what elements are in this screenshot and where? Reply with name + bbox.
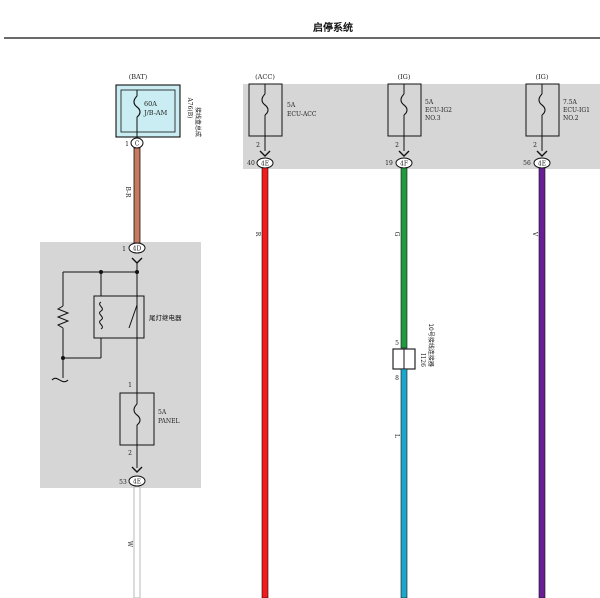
wire-l xyxy=(400,368,408,598)
fuse-ig2-symbol xyxy=(400,93,408,116)
fuse-ecu-acc: (ACC) 5A ECU-ACC 2 40 4E R xyxy=(247,73,317,598)
fuse-ig2-term-pin: 19 xyxy=(385,160,393,167)
fuse-ig1-connector-label: 4E xyxy=(538,161,546,168)
junction-pin-top: 5 xyxy=(395,340,399,347)
junction-code: I126 xyxy=(419,353,426,367)
page-title: 启停系统 xyxy=(313,21,353,34)
wire-v-label: V xyxy=(531,231,538,237)
fuse-acc-term-pin: 40 xyxy=(247,160,255,167)
wire-br-label: B-R xyxy=(124,186,131,198)
relay-in-pin: 1 xyxy=(122,246,126,253)
wire-w xyxy=(133,486,141,598)
fuse-acc-symbol xyxy=(261,93,269,116)
bat-fuse-rating: 60A xyxy=(144,100,157,108)
relay-out-pin: 53 xyxy=(119,479,127,486)
bat-fuse-name: J/B-AM xyxy=(143,109,168,117)
fuse-ig1-term-pin: 56 xyxy=(523,160,531,167)
relay-out-connector-label: 4E xyxy=(133,479,141,486)
fuse-ig2-name2: NO.3 xyxy=(425,115,441,122)
bat-connector-label: C xyxy=(135,141,140,148)
wire-w-label: W xyxy=(126,541,133,548)
fuse-acc-pin: 2 xyxy=(256,142,260,149)
relay-block-panel xyxy=(40,242,201,488)
relay-out-chevron xyxy=(131,466,143,473)
panel-fuse-name: PANEL xyxy=(158,418,179,425)
panel-fuse-pin-bottom: 2 xyxy=(128,450,132,457)
fuse-ig1-name2: NO.2 xyxy=(563,115,579,122)
relay-in-connector-label: 4D xyxy=(133,246,142,253)
junction-name: 10号接线连接器 xyxy=(427,323,435,367)
panel-fuse-symbol xyxy=(133,403,141,426)
wire-g-label: G xyxy=(393,232,400,237)
bat-fuse-symbol xyxy=(133,95,141,118)
bat-fuse-pin: 1 xyxy=(125,141,129,148)
fuse-ig1-pin: 2 xyxy=(533,142,537,149)
fuse-ig2-rating: 5A xyxy=(425,99,434,106)
fuse-ig2-connector-label: 4F xyxy=(400,161,408,168)
fuse-ecu-ig2: (IG) 5A ECU-IG2 NO.3 2 19 4F G xyxy=(385,73,452,349)
bat-fuse-box xyxy=(115,84,181,138)
wire-l-label: L xyxy=(393,434,400,438)
fuse-acc-connector-label: 4E xyxy=(261,161,269,168)
junction-connector: 5 I126 10号接线连接器 8 L xyxy=(392,323,435,598)
fuse-ig2-chevron xyxy=(398,150,410,157)
relay-name: 尾灯继电器 xyxy=(149,313,182,322)
fuse-ig2-source: (IG) xyxy=(398,73,411,81)
fuse-ig1-source: (IG) xyxy=(536,73,549,81)
bat-assembly-code: A76(B) xyxy=(186,96,193,118)
fuse-acc-name: ECU-ACC xyxy=(287,111,317,118)
junction-dot-a xyxy=(135,270,139,274)
resistor-symbol xyxy=(56,305,70,329)
fuse-acc-rating: 5A xyxy=(287,102,296,109)
fuse-ig2-pin: 2 xyxy=(395,142,399,149)
fuse-acc-source: (ACC) xyxy=(255,73,275,81)
bat-fuse-inner xyxy=(120,89,176,133)
bat-assembly-name: 接线盒总成 xyxy=(194,107,202,137)
panel-fuse-pin-top: 1 xyxy=(128,382,132,389)
wire-r-label: R xyxy=(254,232,261,237)
panel-fuse-rating: 5A xyxy=(158,409,167,416)
fuse-ig1-chevron xyxy=(536,150,548,157)
relay-switch-blade xyxy=(128,304,138,329)
fuse-ig1-name: ECU-IG1 xyxy=(563,107,590,114)
relay-in-connector xyxy=(128,242,146,254)
wire-v xyxy=(538,167,546,598)
fuse-ig2-name: ECU-IG2 xyxy=(425,107,452,114)
relay-out-connector xyxy=(128,475,146,487)
relay-box xyxy=(93,295,145,339)
wire-br xyxy=(133,147,141,244)
fuse-acc-chevron xyxy=(259,150,271,157)
fuse-ig1-rating: 7.5A xyxy=(563,99,578,106)
fuse-ecu-ig1: (IG) 7.5A ECU-IG1 NO.2 2 56 4E V xyxy=(523,73,590,598)
junction-pin-bottom: 8 xyxy=(395,375,399,382)
wire-r xyxy=(261,167,269,598)
wire-g xyxy=(400,167,408,349)
fuse-ig1-symbol xyxy=(538,93,546,116)
relay-coil-symbol xyxy=(99,301,103,330)
bat-source-label: (BAT) xyxy=(129,73,148,81)
ground-symbol xyxy=(51,377,69,383)
